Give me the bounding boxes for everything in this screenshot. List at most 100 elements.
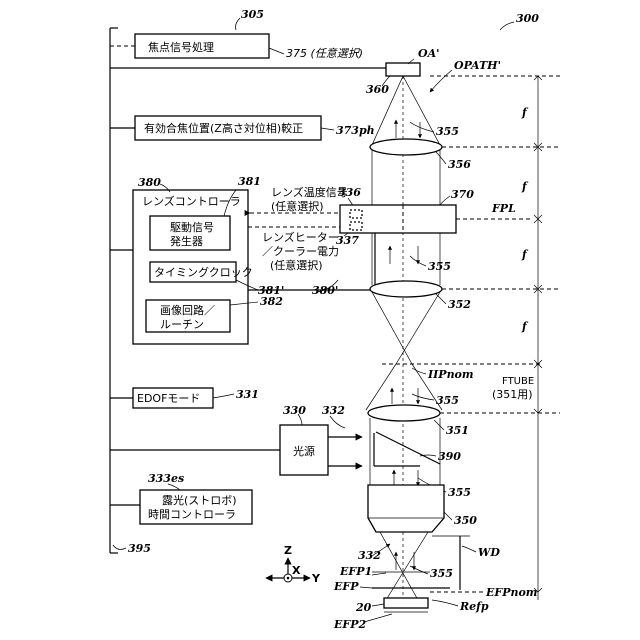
- focal-f4: f: [521, 320, 529, 333]
- timing-clock-label: タイミングクロック: [154, 265, 253, 279]
- focal-scale: [430, 76, 560, 600]
- axis-z-label: Z: [284, 544, 292, 557]
- leader-331: [213, 394, 234, 398]
- leader-305: [236, 18, 241, 30]
- label-efp2: EFP2: [333, 618, 366, 631]
- leader-332: [330, 416, 345, 428]
- ref-395: 395: [128, 542, 151, 555]
- calibration-label: 有効合焦位置(Z高さ対位相)較正: [144, 121, 303, 135]
- lens-352: [370, 281, 442, 297]
- ref-20: 20: [355, 601, 372, 614]
- coordinate-axes: [266, 558, 310, 582]
- leader-300: [500, 22, 514, 30]
- leader-375: [269, 48, 284, 54]
- lens-351: [368, 405, 440, 421]
- ref-332b: 332: [358, 549, 381, 562]
- exposure-line1: 露光(ストロボ): [162, 493, 237, 507]
- label-efp1: EFP1: [339, 565, 372, 578]
- ref-370: 370: [451, 188, 474, 201]
- lens-356: [370, 139, 442, 155]
- image-circuit-line1: 画像回路／: [160, 304, 215, 317]
- ref-333es: 333es: [148, 472, 184, 485]
- label-refp: Refp: [459, 600, 489, 613]
- leader-351: [434, 420, 444, 430]
- ref-380: 380: [138, 176, 161, 189]
- ref-330: 330: [283, 404, 306, 417]
- objective-lens-350: [368, 485, 444, 532]
- label-oa-prime: OA': [418, 47, 439, 60]
- focal-f3: f: [521, 248, 529, 261]
- ref-380-prime: 380': [312, 284, 338, 297]
- ref-337: 337: [336, 234, 359, 247]
- temp-signal-line1: レンズ温度信号: [271, 185, 348, 199]
- ref-352: 352: [448, 298, 471, 311]
- ref-305: 305: [241, 8, 264, 21]
- ref-356: 356: [448, 158, 471, 171]
- ref-355a: 355: [436, 125, 459, 138]
- leader-352: [436, 294, 446, 304]
- leader-355c: [412, 394, 434, 400]
- leader-opath: [430, 70, 452, 92]
- drive-signal-line1: 駆動信号: [170, 220, 214, 234]
- ref-355c: 355: [436, 394, 459, 407]
- focal-ftube: FTUBE: [502, 376, 534, 387]
- axis-y-label: Y: [311, 572, 321, 585]
- leader-wd: [462, 546, 476, 552]
- drive-signal-line2: 発生器: [170, 234, 203, 248]
- ref-355d: 355: [448, 486, 471, 499]
- ref-375: 375 (任意選択): [286, 47, 363, 60]
- ref-331: 331: [236, 388, 259, 401]
- focal-f1: f: [521, 106, 529, 119]
- temp-signal-line2: (任意選択): [271, 199, 324, 213]
- image-circuit-line2: ルーチン: [160, 318, 204, 331]
- leader-iipnom: [412, 368, 426, 374]
- ref-350: 350: [454, 514, 477, 527]
- leader-efp1: [372, 573, 386, 575]
- label-opath-prime: OPATH': [454, 59, 501, 72]
- ref-390: 390: [438, 450, 461, 463]
- ref-336: 336: [338, 186, 361, 199]
- leader-refp: [432, 600, 458, 606]
- beam-splitter-390: [376, 432, 440, 464]
- label-wd: WD: [478, 546, 500, 559]
- focus-signal-label: 焦点信号処理: [148, 41, 214, 54]
- leader-370: [440, 196, 450, 205]
- sensor-336: [350, 210, 362, 218]
- leader-350: [444, 512, 452, 520]
- focal-ftube-ref: (351用): [492, 388, 533, 401]
- ref-300: 300: [516, 12, 539, 25]
- leader-395: [113, 545, 126, 549]
- ref-381: 381: [238, 175, 261, 188]
- axis-x-label: X: [292, 564, 301, 577]
- leader-355e: [410, 566, 428, 574]
- light-source-label: 光源: [293, 444, 315, 458]
- ref-351: 351: [446, 424, 469, 437]
- ref-332: 332: [322, 404, 345, 417]
- ref-355e: 355: [430, 567, 453, 580]
- heater-line3: (任意選択): [270, 258, 323, 272]
- workpiece-20: [384, 598, 428, 608]
- leader-efp: [360, 587, 372, 588]
- camera-source-360: [386, 63, 420, 76]
- lens-controller-label: レンズコントローラ: [142, 194, 241, 208]
- leader-356: [436, 152, 446, 164]
- focal-f2: f: [521, 180, 529, 193]
- exposure-line2: 時間コントローラ: [148, 508, 236, 521]
- label-iipnom: IIPnom: [427, 368, 474, 381]
- label-efp: EFP: [333, 580, 359, 593]
- leader-373ph: [321, 128, 334, 130]
- ref-373ph: 373ph: [336, 124, 375, 137]
- heater-337: [350, 222, 362, 230]
- edof-mode-label: EDOFモード: [137, 392, 200, 405]
- label-efpnom: EFPnom: [485, 586, 537, 599]
- ref-355b: 355: [428, 260, 451, 273]
- heater-line2: ／クーラー電力: [262, 245, 339, 258]
- ref-360: 360: [366, 83, 389, 96]
- ref-382: 382: [260, 295, 283, 308]
- leader-20: [372, 604, 384, 606]
- label-fpl: FPL: [491, 202, 516, 215]
- heater-line1: レンズヒーター: [262, 230, 339, 244]
- leader-efp2: [364, 614, 392, 622]
